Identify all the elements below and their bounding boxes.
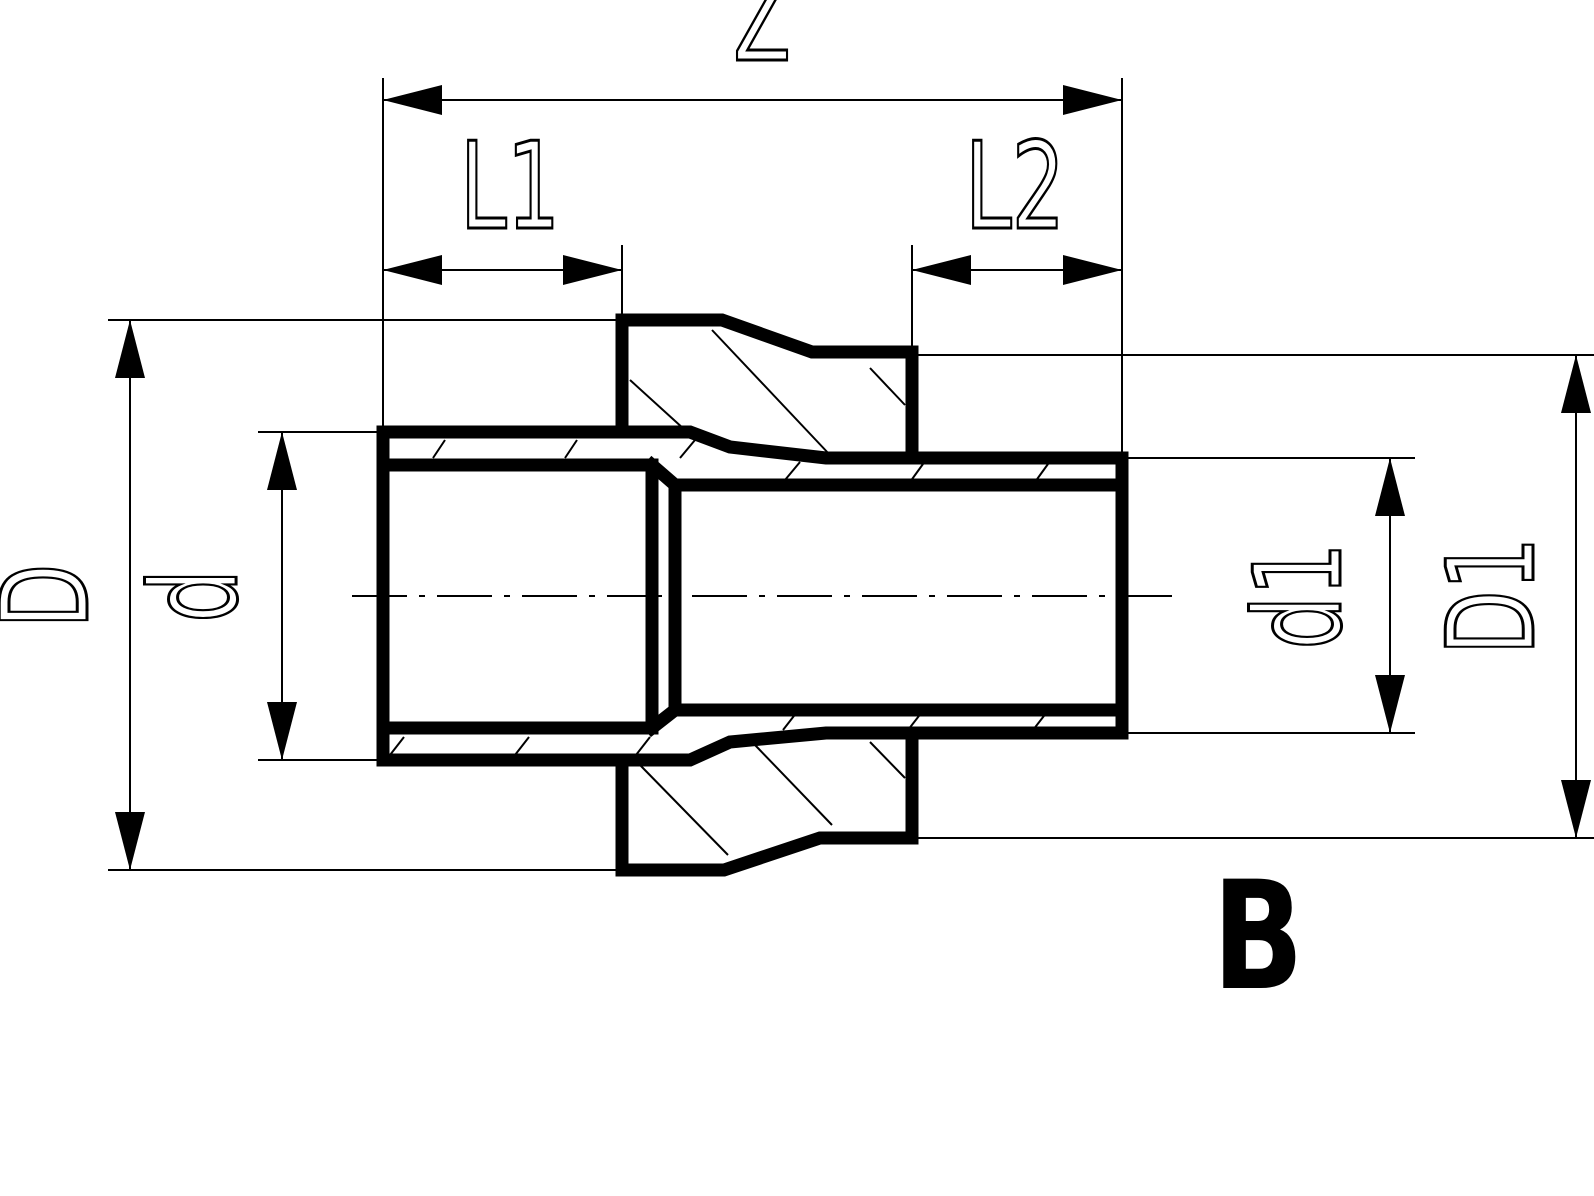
view-label: B [1212, 850, 1303, 1024]
fitting-outline [376, 313, 1129, 877]
label-z: Z [733, 0, 791, 89]
section-hatching [389, 329, 1049, 856]
dimension-labels: Z L1 L2 D d d1 D1 [0, 0, 1563, 656]
label-inner-diameter: d [126, 569, 265, 622]
label-inner-diameter-1: d1 [1230, 543, 1369, 650]
dimension-arrows [115, 85, 1591, 870]
label-outer-diameter: D [0, 564, 116, 629]
label-outer-diameter-1: D1 [1423, 537, 1562, 655]
label-l1: L1 [460, 118, 560, 257]
label-l2: L2 [965, 118, 1065, 257]
dimension-lines [108, 78, 1594, 871]
